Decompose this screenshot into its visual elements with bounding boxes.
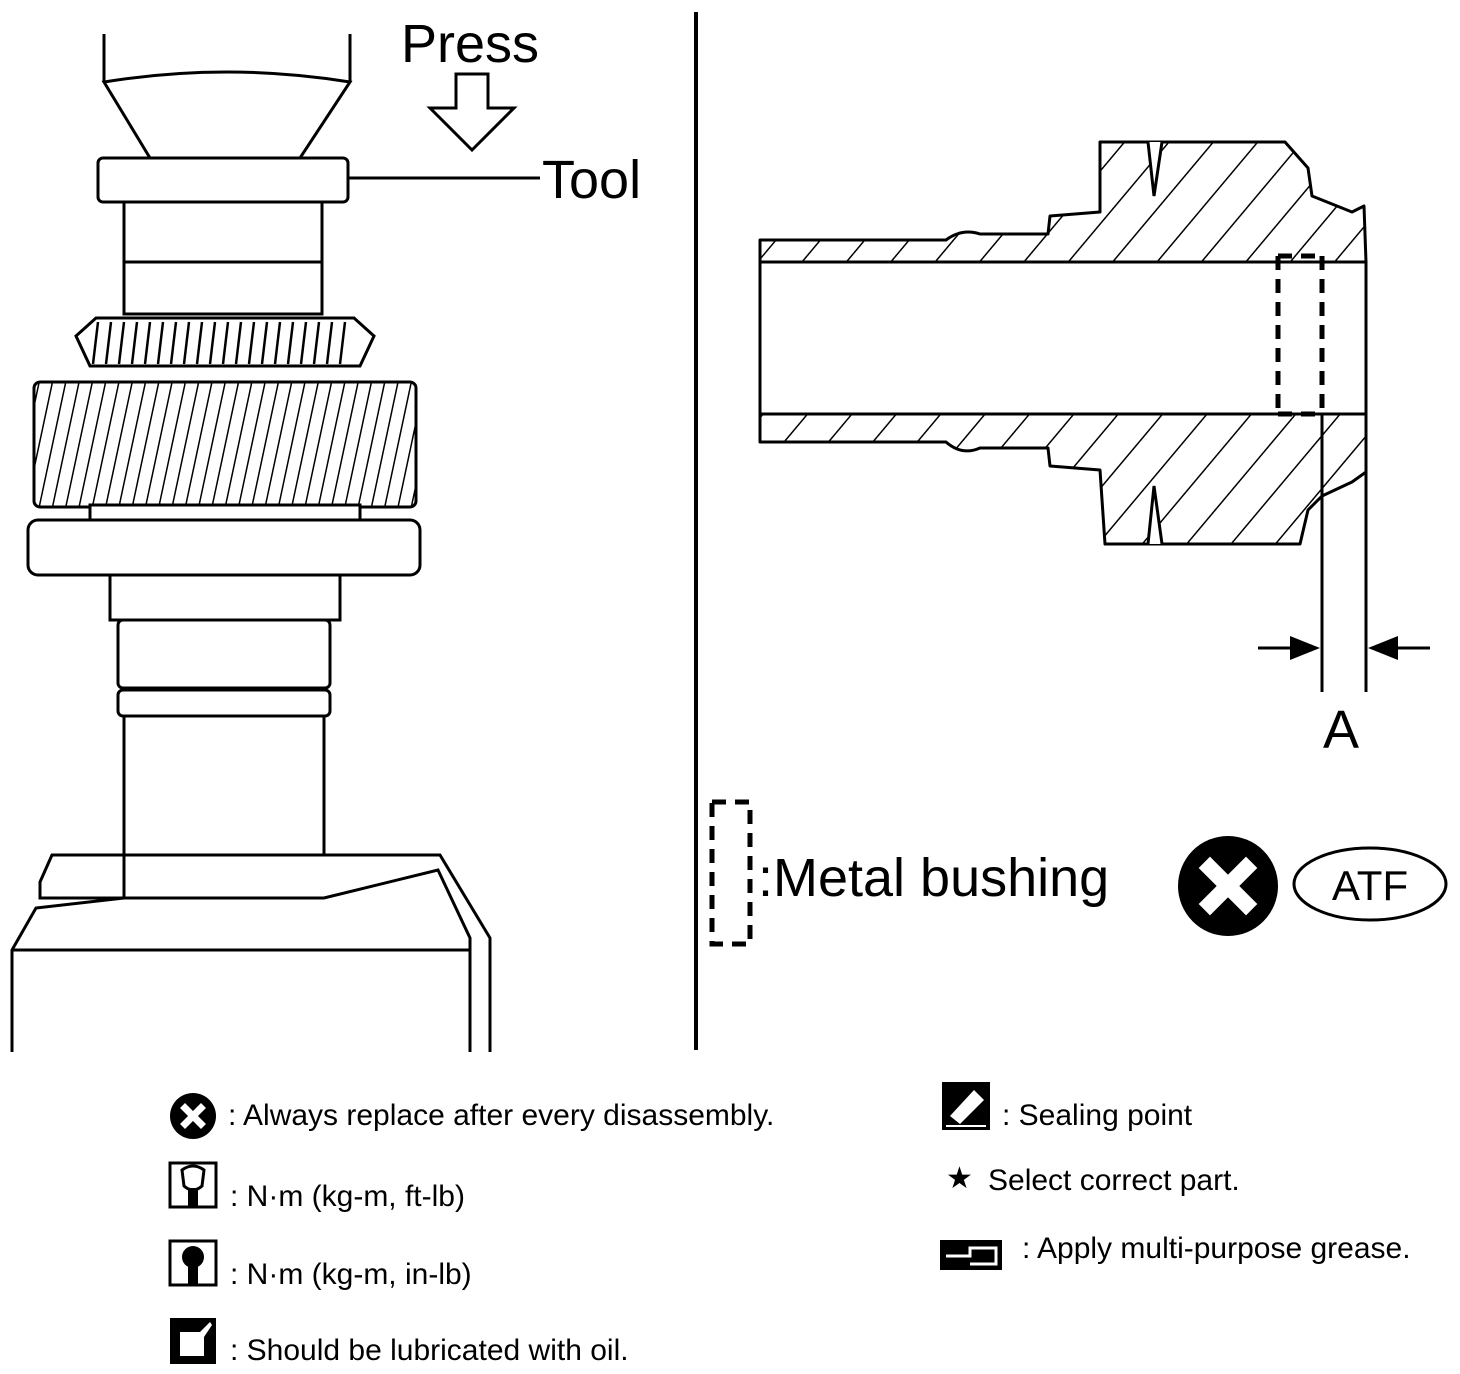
dimension-a-label: A xyxy=(1323,700,1359,760)
torque-wrench-icon xyxy=(168,1161,218,1209)
replace-icon xyxy=(1178,836,1278,936)
legend-replace: : Always replace after every disassembly… xyxy=(228,1099,775,1132)
star-icon: ★ xyxy=(946,1162,973,1195)
replace-icon xyxy=(170,1093,216,1139)
atf-label: ATF xyxy=(1332,862,1408,909)
legend-select-part: Select correct part. xyxy=(988,1164,1240,1197)
sealing-icon xyxy=(942,1082,990,1130)
legend-grease: : Apply multi-purpose grease. xyxy=(1022,1232,1411,1265)
metal-bushing-legend-icon xyxy=(709,799,753,947)
metal-bushing-outline xyxy=(1275,253,1325,417)
oil-can-icon xyxy=(170,1318,216,1364)
shaft-section xyxy=(758,140,1368,546)
press-label: Press xyxy=(401,14,539,74)
legend-torque-in: : N·m (kg-m, in-lb) xyxy=(230,1258,472,1291)
metal-bushing-label: :Metal bushing xyxy=(758,848,1109,908)
torque-wrench-filled-icon xyxy=(168,1239,218,1287)
atf-icon: ATF xyxy=(1292,846,1448,922)
press-assembly xyxy=(10,34,492,1052)
tool-label: Tool xyxy=(542,150,641,210)
legend-torque-ft: : N·m (kg-m, ft-lb) xyxy=(230,1180,465,1213)
press-arrow-icon xyxy=(426,72,518,153)
grease-gun-icon xyxy=(940,1240,1002,1270)
dimension-a xyxy=(1258,414,1430,692)
bevel-gear-teeth xyxy=(91,321,347,365)
legend-sealing: : Sealing point xyxy=(1002,1099,1193,1132)
legend-lubricate: : Should be lubricated with oil. xyxy=(230,1334,629,1367)
